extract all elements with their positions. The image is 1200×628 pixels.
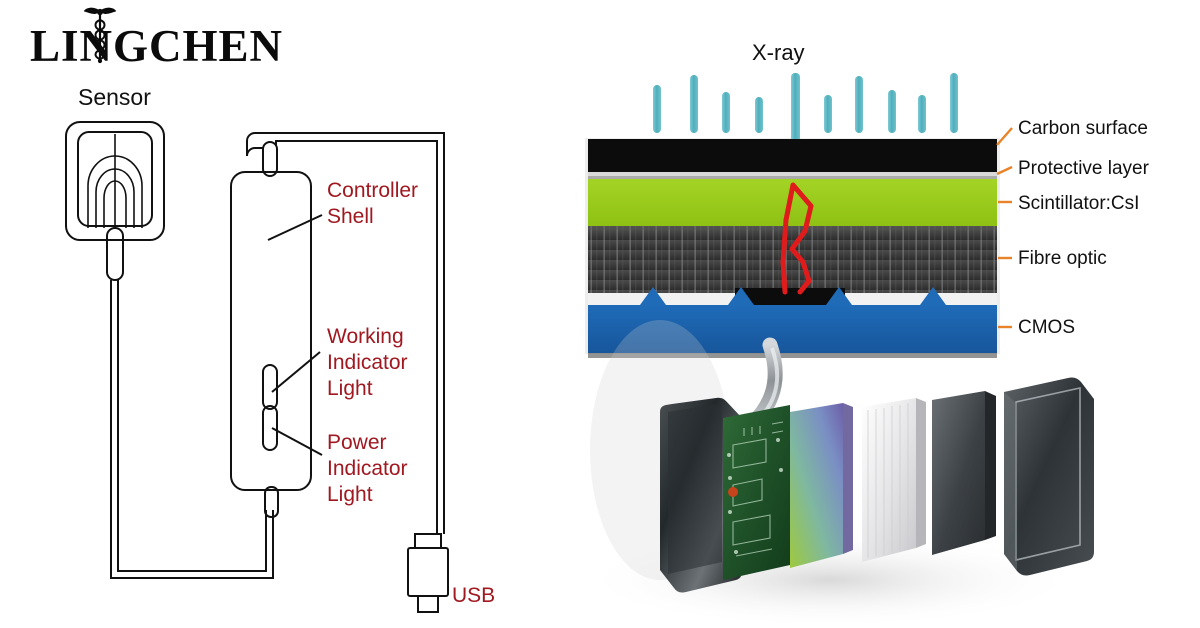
layer-fibre-optic [588,226,997,293]
xray-beam [722,92,730,133]
layer-carbon-surface [588,139,997,172]
ambient-shadow [590,320,730,580]
sensor-outer-body [65,121,165,241]
exploded-back-housing [660,397,742,593]
controller-shell-label: Controller Shell [327,178,418,230]
power-label-line2: Indicator [327,457,408,480]
label-fibre-optic: Fibre optic [1018,248,1107,269]
label-carbon-surface: Carbon surface [1018,118,1148,139]
xray-beam [824,95,832,133]
exploded-fibre-optic-panel [862,398,916,562]
front-housing-bezel [1015,387,1081,562]
power-indicator-label: Power Indicator Light [327,430,408,508]
usb-connector-body [407,547,449,597]
xray-beam-penetrating [791,73,800,165]
label-protective-layer: Protective layer [1018,158,1149,179]
xray-beam [690,75,698,133]
working-indicator-light [262,364,278,410]
controller-shell-label-line2: Shell [327,205,374,228]
exploded-cmos-panel [932,391,985,555]
pcb-component [728,487,738,497]
scintillator-edge [843,403,853,554]
pcb-traces [732,421,784,557]
xray-beam-group [653,73,958,165]
cmos-bump [728,287,754,305]
power-label-line1: Power [327,431,387,454]
sensing-well-shade [735,288,845,293]
fop-texture [867,403,909,558]
pcb-pads [727,438,783,554]
xray-beam [755,97,763,133]
controller-sensor-schematic [65,121,449,613]
xray-label: X-ray [752,40,805,65]
label-cmos: CMOS [1018,317,1075,338]
usb-cable-inner [275,140,438,534]
leader-carbon-surface [996,127,1013,146]
xray-beam [888,90,896,133]
sensor-strain-relief [106,227,124,281]
xray-beam [855,76,863,133]
leader-power-light [271,427,323,456]
sensor-cable-outer [110,280,274,579]
xray-beam [653,85,661,133]
fop-edge [916,398,926,548]
device-cable [744,337,783,432]
controller-shell-body [230,171,312,491]
usb-label: USB [452,584,496,607]
layer-cmos-group [588,287,997,353]
cmos-base-shadow [588,353,997,358]
cmos-edge [985,391,996,540]
usb-cable-outer [246,132,445,534]
working-label-line2: Indicator [327,351,408,374]
leader-protective-layer [996,165,1013,176]
label-scintillator: Scintillator:CsI [1018,193,1140,214]
usb-connector-tip [417,595,439,613]
layer-fibre-top-edge [588,226,997,230]
xray-beam [918,95,926,133]
cmos-bump [920,287,946,305]
caduceus-icon [84,7,116,64]
exploded-pcb-board [723,405,790,580]
sensing-well [735,288,845,305]
leader-line-group [996,127,1013,329]
exploded-back-housing-inner [668,403,722,574]
brand-logo: LINGCHEN [30,6,290,71]
sensor-cable-inner [117,280,267,572]
leader-controller-shell [267,214,323,241]
layer-protective [588,172,997,176]
controller-top-strain-relief [262,141,278,177]
power-indicator-light [262,405,278,451]
layer-interface-gap [588,293,997,305]
controller-shell-label-line1: Controller [327,179,419,202]
cmos-bump [640,287,666,305]
power-label-line3: Light [327,483,373,506]
controller-bottom-strain-relief [264,486,279,518]
layer-scintillator [588,179,997,226]
layer-cmos [588,305,997,353]
sensor-label: Sensor [78,84,151,110]
usb-connector-neck [414,533,442,549]
working-label-line1: Working [327,325,404,348]
exploded-scintillator-panel [790,403,843,568]
floor-shadow [580,532,1080,628]
layer-protective-shade [588,176,997,179]
xray-beam [950,73,958,133]
brand-name: LINGCHEN [30,21,284,71]
working-label-line3: Light [327,377,373,400]
exploded-front-housing [1004,377,1094,576]
working-indicator-label: Working Indicator Light [327,324,408,402]
cmos-bump [826,287,852,305]
device-cable-highlight [752,347,780,426]
leader-working-light [271,351,321,393]
light-path [780,182,814,295]
front-housing-side [1004,392,1017,571]
